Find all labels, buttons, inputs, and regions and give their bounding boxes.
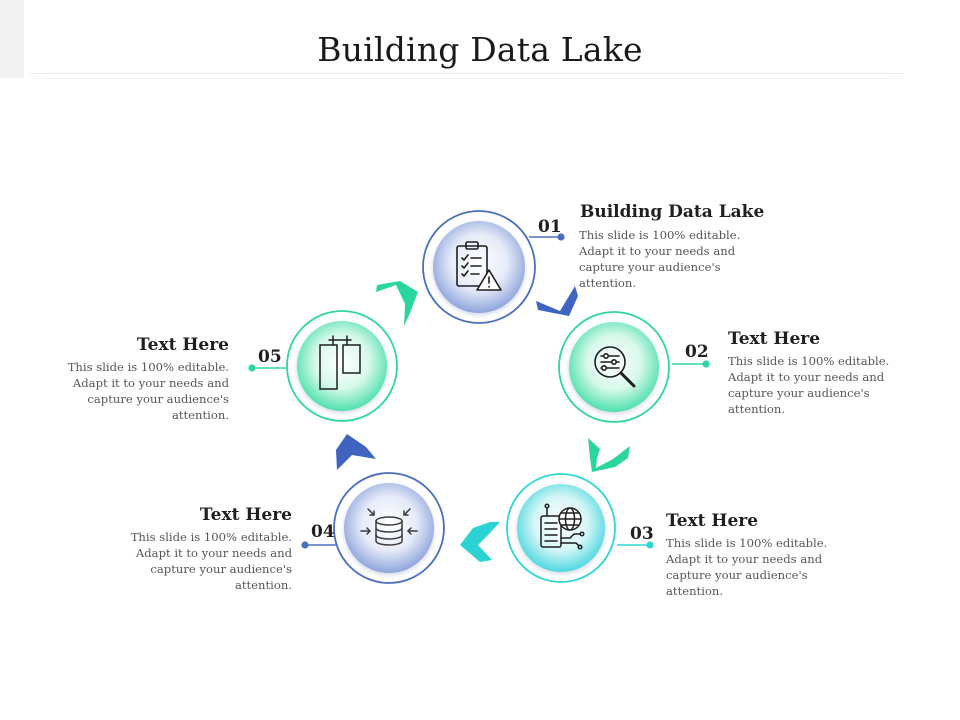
- distribute-objects-icon: [319, 335, 361, 390]
- step-title-03: Text Here: [666, 511, 759, 531]
- step-description-03: This slide is 100% editable. Adapt it to…: [666, 536, 828, 598]
- page-title: Building Data Lake: [317, 30, 643, 69]
- step-circle-05: [286, 310, 398, 422]
- arrow-chevron-4: [336, 434, 376, 470]
- clipboard-warning-icon: [456, 241, 502, 291]
- step-circle-04: [333, 472, 445, 584]
- data-search-icon: [594, 346, 636, 388]
- step-circle-03: [506, 473, 616, 583]
- arrow-chevron-3: [460, 522, 500, 562]
- slide-corner-tab: [0, 0, 24, 78]
- title-divider: [30, 73, 905, 74]
- title-divider-secondary: [44, 78, 890, 79]
- step-title-05: Text Here: [136, 335, 229, 355]
- connector-03: [617, 541, 654, 549]
- arrow-chevron-2: [588, 438, 630, 472]
- step-circle-01: [422, 210, 536, 324]
- step-number-03: 03: [630, 524, 654, 544]
- step-description-05: This slide is 100% editable. Adapt it to…: [67, 360, 229, 422]
- arrow-chevron-1: [536, 286, 578, 316]
- connector-04: [301, 541, 338, 549]
- step-number-02: 02: [685, 342, 709, 362]
- server-globe-icon: [540, 503, 585, 550]
- step-number-05: 05: [258, 347, 282, 367]
- step-description-01: This slide is 100% editable. Adapt it to…: [579, 228, 741, 290]
- step-number-04: 04: [311, 522, 335, 542]
- step-title-02: Text Here: [728, 329, 821, 349]
- step-circle-02: [558, 311, 670, 423]
- step-description-02: This slide is 100% editable. Adapt it to…: [728, 354, 890, 416]
- step-title-01: Building Data Lake: [580, 202, 765, 222]
- arrow-chevron-5: [376, 281, 418, 326]
- step-title-04: Text Here: [199, 505, 292, 525]
- step-number-01: 01: [538, 217, 562, 237]
- connector-02: [672, 360, 710, 368]
- database-import-icon: [360, 508, 418, 546]
- step-description-04: This slide is 100% editable. Adapt it to…: [130, 530, 292, 592]
- connector-01: [529, 233, 565, 241]
- connector-05: [248, 364, 286, 372]
